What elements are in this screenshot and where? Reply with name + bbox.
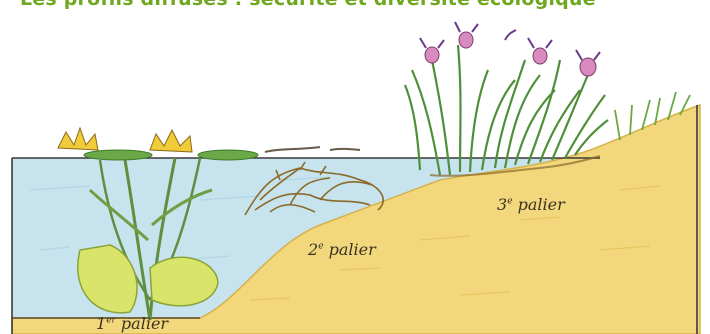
diagram-title: Les profils diffusés : sécurité et diver… <box>20 0 596 10</box>
tier-1-suffix: er <box>106 316 116 326</box>
tier-2-suffix: e <box>318 242 323 252</box>
iris-buds <box>420 22 600 60</box>
lily-flower <box>58 128 192 152</box>
tier-1-number: 1 <box>96 314 106 333</box>
tier-3-suffix: e <box>507 197 512 207</box>
tier-3-word: palier <box>518 195 565 214</box>
tier-1-label: 1er palier <box>96 314 168 333</box>
tier-2-word: palier <box>329 240 376 259</box>
tier-3-label: 3e palier <box>497 195 565 214</box>
tier-1-word: palier <box>121 314 168 333</box>
tier-2-number: 2 <box>308 240 318 259</box>
tier-3-number: 3 <box>497 195 507 214</box>
iris-flowers <box>425 32 596 76</box>
tier-2-label: 2e palier <box>308 240 376 259</box>
